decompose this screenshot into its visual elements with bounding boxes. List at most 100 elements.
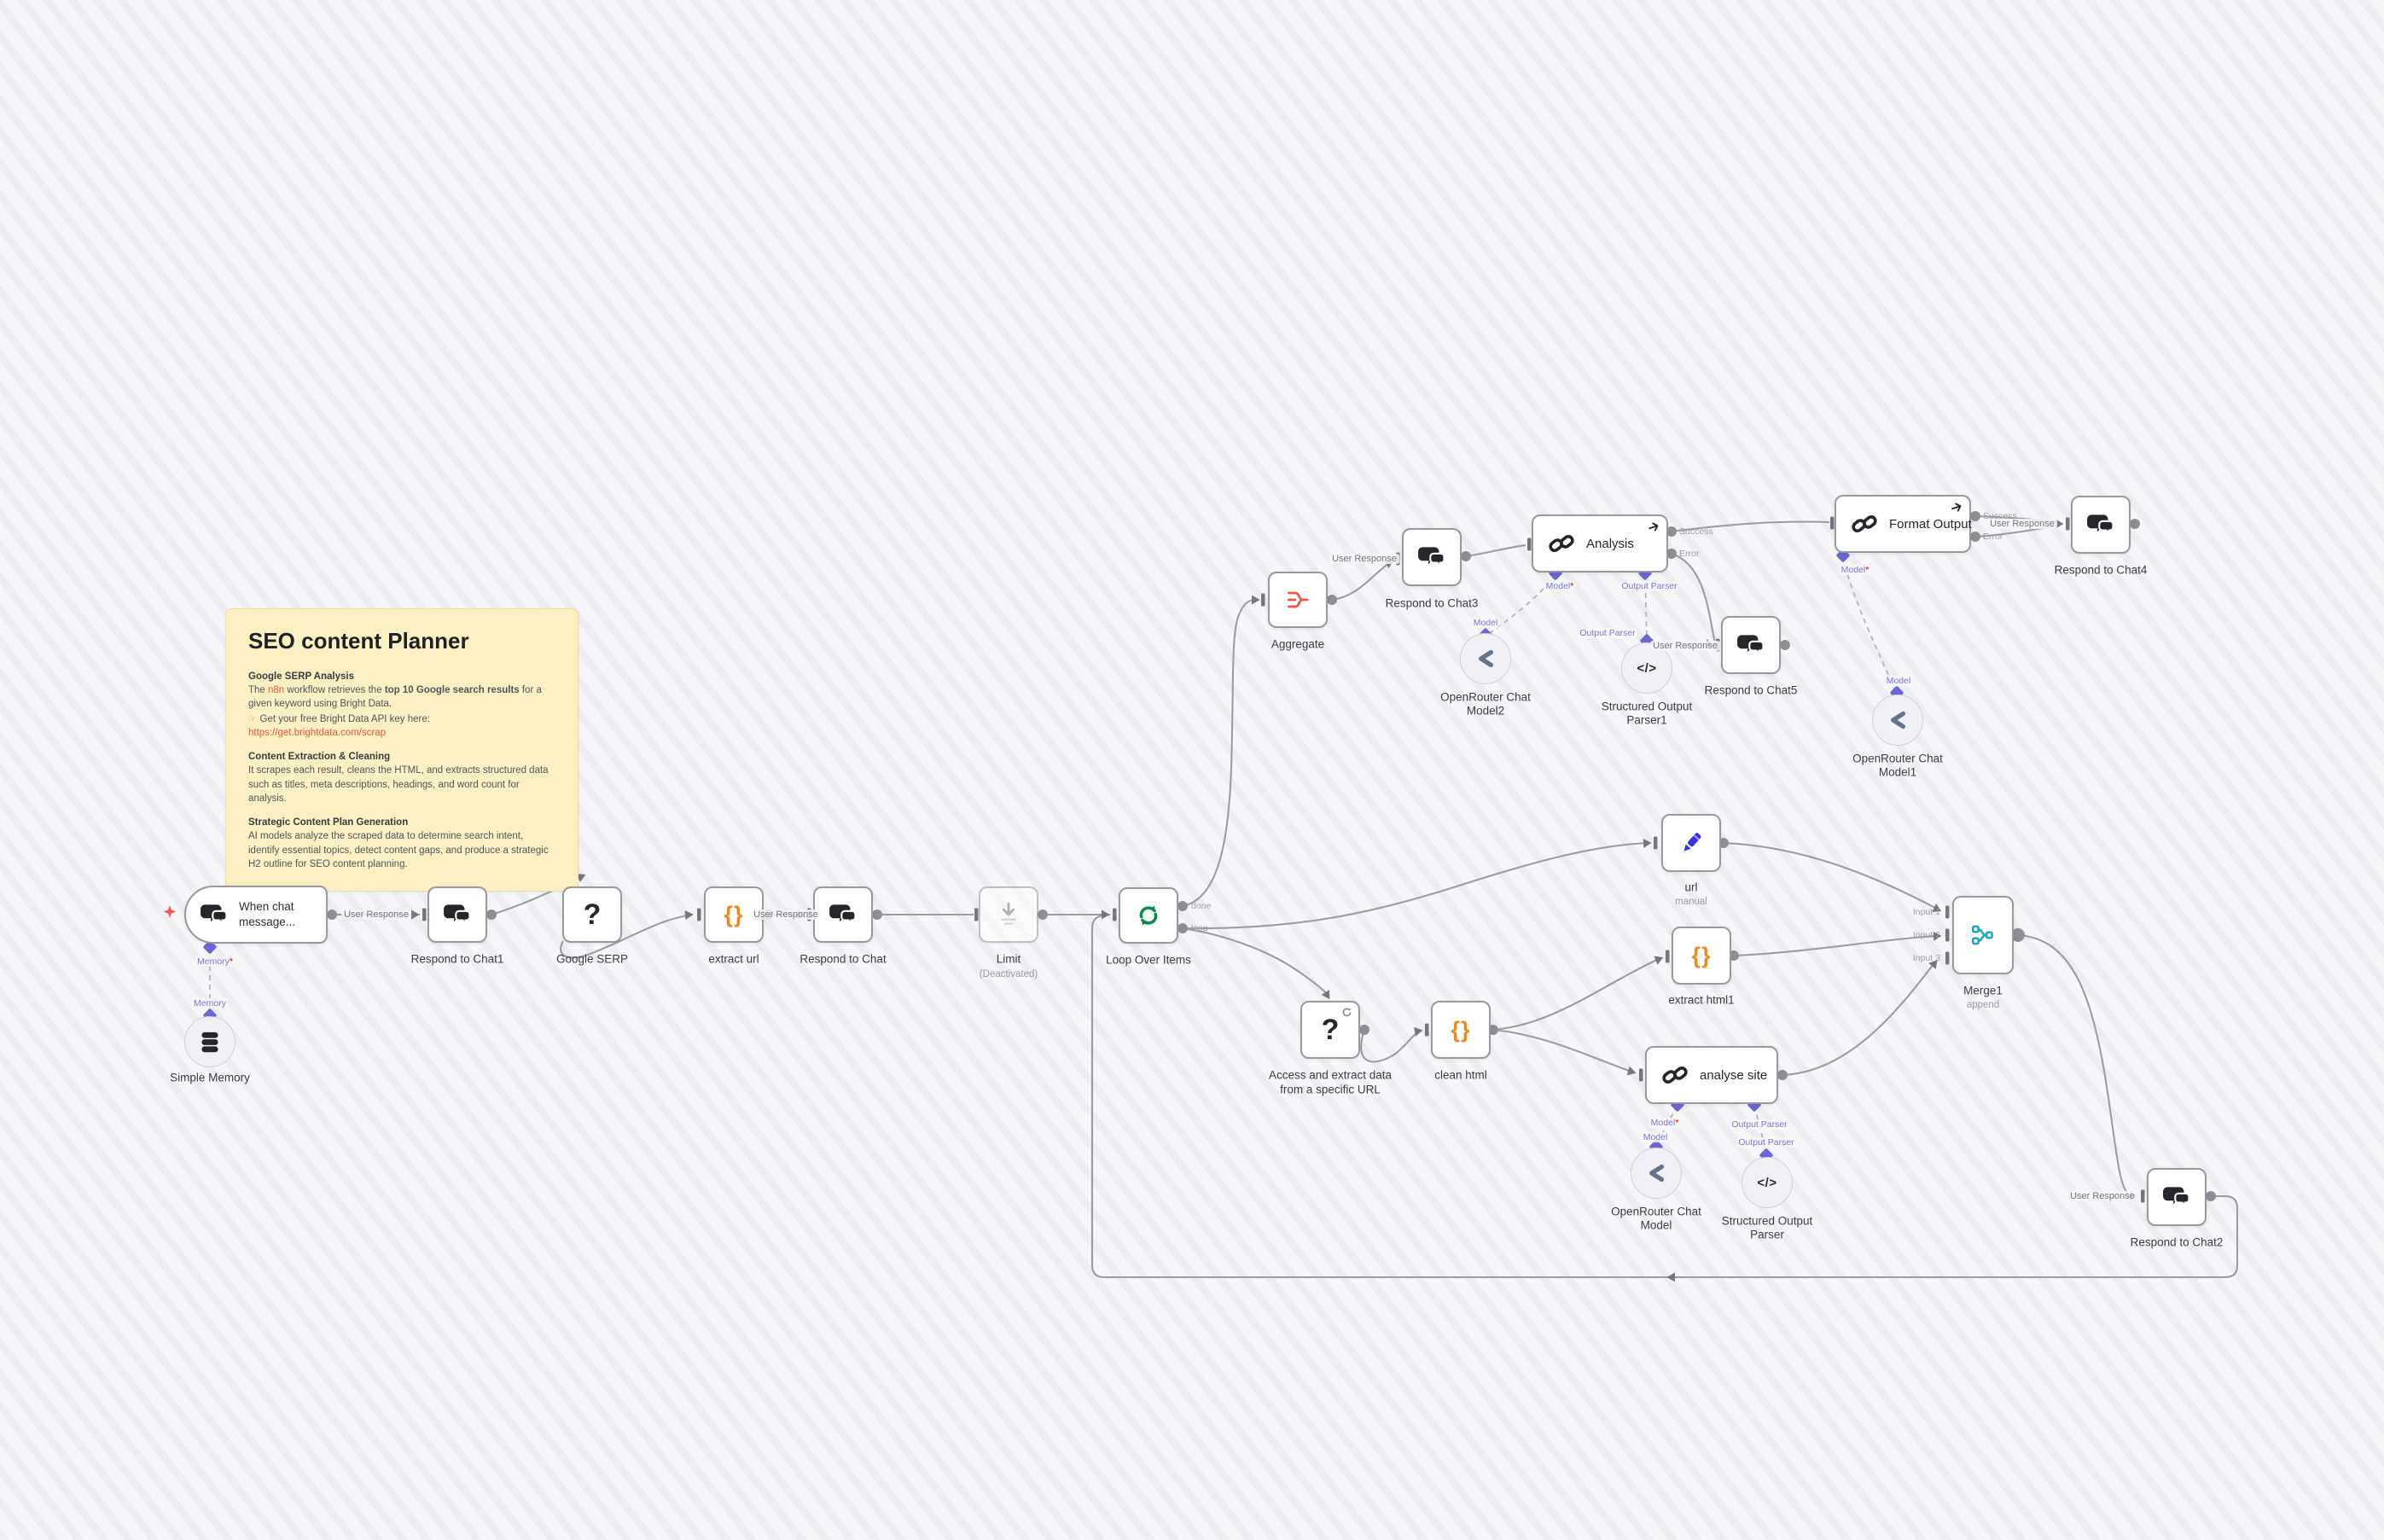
edge-cleanhtml-to-extracthtml1[interactable]: [1492, 958, 1660, 1032]
output-port-dot[interactable]: [1666, 549, 1677, 559]
simple-memory-node[interactable]: [184, 1016, 235, 1067]
edge-cleanhtml-to-analysesite[interactable]: [1492, 1028, 1632, 1072]
output-port-dot[interactable]: [1177, 901, 1188, 911]
output-port-dot[interactable]: [1488, 1025, 1498, 1035]
connection-label: User Response: [2067, 1191, 2137, 1201]
input-port-bar[interactable]: [2066, 517, 2070, 531]
limit-node[interactable]: [979, 886, 1038, 943]
url-node[interactable]: [1661, 814, 1721, 872]
sticky-note[interactable]: SEO content Planner Google SERP Analysis…: [225, 608, 579, 892]
ai-connection-label: Model: [1884, 676, 1913, 686]
output-port-dot[interactable]: [1327, 595, 1337, 605]
output-port-dot[interactable]: [1970, 532, 1980, 542]
edge-access-to-cleanhtml[interactable]: [1360, 1029, 1421, 1063]
node-sublabel: append: [1966, 1000, 2000, 1010]
output-port-dot[interactable]: [1038, 909, 1048, 920]
output-port-dot[interactable]: [1780, 640, 1790, 650]
connection-label: Error: [1983, 532, 2003, 542]
input-port-bar[interactable]: [1425, 1023, 1429, 1037]
output-port-dot[interactable]: [327, 909, 337, 920]
edge-url-to-merge-in1[interactable]: [1723, 841, 1938, 909]
openrouter-chat-model1-node[interactable]: [1872, 694, 1923, 746]
aggregate-node[interactable]: [1268, 572, 1328, 628]
respond-to-chat5-node[interactable]: [1721, 616, 1781, 674]
analyse-site-node[interactable]: analyse site: [1645, 1046, 1778, 1104]
input-port-bar[interactable]: [1666, 950, 1670, 963]
edge-serp-to-extracturl[interactable]: [560, 913, 694, 959]
access-extract-node[interactable]: ?: [1300, 1001, 1360, 1059]
ai-connection-label: Output Parser: [1730, 1119, 1789, 1130]
connection-arrow: [576, 873, 586, 882]
edge-analysis-error-to-chat5[interactable]: [1671, 552, 1716, 647]
sticky-link[interactable]: n8n: [268, 685, 285, 695]
output-port-dot[interactable]: [486, 909, 497, 920]
respond-to-chat1-node[interactable]: [427, 886, 487, 943]
respond-to-chat4-node[interactable]: [2071, 496, 2131, 554]
input-port-bar[interactable]: [1527, 538, 1532, 551]
merge1-node[interactable]: [1952, 896, 2014, 974]
chat-icon: [2162, 1183, 2191, 1212]
edge-format-model[interactable]: [1842, 555, 1896, 692]
output-port-dot[interactable]: [2011, 928, 2025, 942]
respond-to-chat-node[interactable]: [813, 886, 873, 943]
output-port-dot[interactable]: [1970, 511, 1980, 521]
edge-analysis-success-to-format[interactable]: [1671, 520, 1830, 533]
respond-to-chat2-node[interactable]: [2147, 1168, 2207, 1226]
input-port-bar[interactable]: [2141, 1189, 2145, 1203]
input-port-bar[interactable]: [974, 908, 979, 921]
input-port-bar[interactable]: [1654, 836, 1658, 850]
output-port-dot[interactable]: [1461, 551, 1471, 561]
input-port-bar[interactable]: [697, 908, 701, 921]
clean-html-node[interactable]: {}: [1431, 1001, 1491, 1059]
edge-loop-to-url[interactable]: [1182, 841, 1648, 930]
output-port-dot[interactable]: [1177, 923, 1188, 933]
edge-loop-to-access[interactable]: [1182, 927, 1329, 996]
node-label: Model1: [1878, 765, 1917, 779]
edge-extracthtml1-to-merge-in2[interactable]: [1733, 934, 1936, 957]
input-port-bar[interactable]: [1945, 928, 1950, 942]
edge-merge-to-chat2[interactable]: [2017, 933, 2132, 1198]
output-port-dot[interactable]: [1718, 838, 1729, 848]
connection-arrow: [1654, 956, 1664, 965]
edge-analysesite-to-merge-in3[interactable]: [1782, 963, 1934, 1077]
ai-port-diamond[interactable]: [203, 940, 218, 955]
output-port-dot[interactable]: [2206, 1191, 2216, 1201]
output-port-dot[interactable]: [2130, 519, 2140, 529]
structured-output-parser-node[interactable]: </>: [1741, 1157, 1793, 1208]
edge-chat2-loopback[interactable]: [1090, 913, 2239, 1279]
openrouter-chat-model2-node[interactable]: [1460, 633, 1511, 684]
node-label: Merge1: [1963, 984, 2003, 997]
input-port-bar[interactable]: [1113, 908, 1117, 921]
output-port-dot[interactable]: [1729, 950, 1739, 961]
structured-output-parser1-node[interactable]: </>: [1621, 642, 1672, 694]
input-port-bar[interactable]: [1945, 905, 1950, 919]
chat-icon: [200, 900, 229, 929]
extract-html1-node[interactable]: {}: [1672, 927, 1731, 985]
input-port-bar[interactable]: [422, 908, 427, 921]
sticky-link[interactable]: https://get.brightdata.com/scrap: [248, 727, 387, 738]
input-port-bar[interactable]: [1639, 1068, 1643, 1082]
node-label: Simple Memory: [170, 1071, 250, 1084]
sticky-text: Get your free Bright Data API key here:: [259, 713, 430, 724]
node-label: OpenRouter Chat: [1440, 690, 1531, 704]
output-port-dot[interactable]: [1359, 1025, 1369, 1035]
input-port-bar[interactable]: [1261, 593, 1265, 607]
sticky-text: AI models analyze the scraped data to de…: [248, 831, 549, 869]
google-serp-node[interactable]: ?: [562, 886, 622, 943]
output-port-dot[interactable]: [872, 909, 882, 920]
output-port-dot[interactable]: [1666, 526, 1677, 537]
format-output-node[interactable]: Format Output: [1835, 495, 1972, 553]
input-port-bar[interactable]: [1830, 516, 1835, 530]
input-port-bar[interactable]: [1945, 951, 1950, 965]
openrouter-chat-model-node[interactable]: [1631, 1148, 1682, 1199]
analysis-node[interactable]: Analysis: [1532, 514, 1668, 572]
edge-chat3-to-analysis[interactable]: [1465, 543, 1526, 558]
sticky-title: SEO content Planner: [248, 628, 469, 654]
edge-loop-done-to-aggregate[interactable]: [1182, 598, 1256, 908]
output-port-dot[interactable]: [1777, 1070, 1788, 1080]
respond-to-chat3-node[interactable]: [1402, 528, 1462, 586]
loop-over-items-node[interactable]: [1119, 887, 1178, 944]
edge-aggregate-to-chat3[interactable]: [1331, 562, 1390, 601]
